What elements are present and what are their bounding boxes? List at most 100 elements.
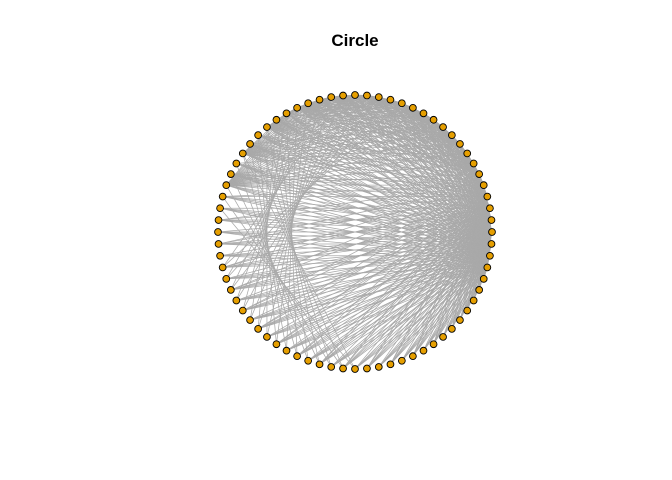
graph-node	[351, 365, 359, 373]
graph-edge	[297, 107, 434, 121]
graph-edge	[276, 184, 484, 345]
graph-node	[216, 251, 224, 260]
graph-edge	[226, 153, 468, 186]
graph-edge	[249, 267, 488, 321]
graph-node	[232, 296, 241, 305]
plot-title: Circle	[331, 31, 379, 50]
graph-edge	[412, 196, 488, 357]
graph-edge	[218, 196, 488, 221]
graph-node	[448, 131, 456, 139]
graph-edge	[217, 231, 488, 268]
graph-edge	[433, 185, 485, 345]
graph-node	[282, 346, 291, 355]
graph-edge	[366, 95, 484, 186]
graph-edge	[307, 102, 491, 257]
graph-node	[246, 316, 254, 324]
graph-edge	[286, 267, 488, 351]
graph-node	[216, 204, 224, 213]
graph-edge	[286, 112, 452, 136]
graph-edge	[242, 153, 484, 186]
graph-node	[488, 228, 496, 236]
edge-layer	[217, 94, 493, 370]
graph-node	[226, 286, 235, 294]
graph-node	[254, 131, 262, 139]
graph-node	[339, 364, 347, 373]
graph-edge	[319, 196, 488, 365]
graph-node	[469, 159, 478, 168]
graph-edge	[222, 95, 344, 268]
graph-edge	[412, 219, 492, 357]
graph-node	[486, 251, 494, 260]
graph-node	[282, 109, 291, 118]
graph-edge	[296, 107, 488, 197]
graph-node	[226, 170, 235, 178]
graph-edge	[242, 153, 480, 175]
graph-edge	[466, 185, 485, 311]
graph-edge	[266, 126, 484, 186]
graph-edge	[226, 173, 480, 186]
graph-edge	[366, 95, 480, 175]
graph-node	[409, 352, 417, 361]
graph-node	[351, 91, 359, 99]
graph-edge	[378, 267, 488, 368]
graph-node	[214, 240, 223, 248]
graph-node	[374, 93, 383, 101]
graph-edge	[331, 96, 468, 154]
graph-edge	[297, 107, 444, 128]
graph-edge	[230, 153, 468, 175]
graph-node	[469, 296, 478, 305]
graph-node	[214, 228, 222, 236]
graph-node	[419, 109, 428, 118]
graph-node	[374, 363, 383, 371]
graph-edge	[478, 185, 485, 290]
graph-node	[463, 149, 472, 158]
graph-node	[439, 333, 447, 341]
graph-node	[238, 306, 247, 315]
graph-edge	[401, 103, 488, 197]
graph-edge	[226, 184, 488, 197]
graph-edge	[451, 185, 485, 329]
graph-node	[398, 356, 406, 365]
graph-node	[456, 316, 464, 324]
graph-node	[315, 95, 324, 104]
graph-node	[463, 306, 472, 315]
graph-node	[483, 192, 492, 201]
graph-node	[293, 103, 301, 112]
graph-node	[429, 115, 438, 124]
graph-edge	[423, 208, 491, 351]
graph-node	[272, 340, 281, 349]
graph-edge	[297, 107, 452, 136]
graph-edge	[366, 184, 485, 369]
graph-node	[315, 360, 324, 369]
graph-edge	[296, 184, 484, 357]
graph-node	[263, 333, 271, 341]
graph-node	[327, 363, 336, 371]
graph-node	[386, 360, 395, 369]
graph-edge	[242, 153, 488, 197]
graph-edge	[242, 99, 391, 154]
graph-edge	[330, 255, 491, 368]
graph-node	[327, 93, 336, 101]
graph-node	[238, 149, 247, 158]
graph-node	[363, 91, 371, 100]
graph-node	[254, 325, 262, 333]
graph-node	[218, 192, 227, 201]
graph-edge	[401, 255, 491, 361]
graph-edge	[342, 184, 485, 369]
graph-edge	[218, 196, 488, 245]
node-layer	[214, 91, 496, 373]
graph-edge	[433, 119, 488, 197]
graph-node	[486, 204, 494, 213]
graph-edge	[307, 267, 488, 362]
graph-node	[272, 115, 281, 124]
graph-edge	[226, 163, 474, 186]
graph-edge	[354, 255, 491, 370]
graph-edge	[218, 184, 484, 245]
graph-node	[222, 275, 231, 283]
graph-edge	[466, 196, 488, 311]
graph-node	[293, 352, 301, 361]
graph-node	[487, 216, 496, 224]
graph-node	[448, 325, 456, 333]
graph-node	[419, 346, 428, 355]
graph-edge	[401, 267, 488, 361]
